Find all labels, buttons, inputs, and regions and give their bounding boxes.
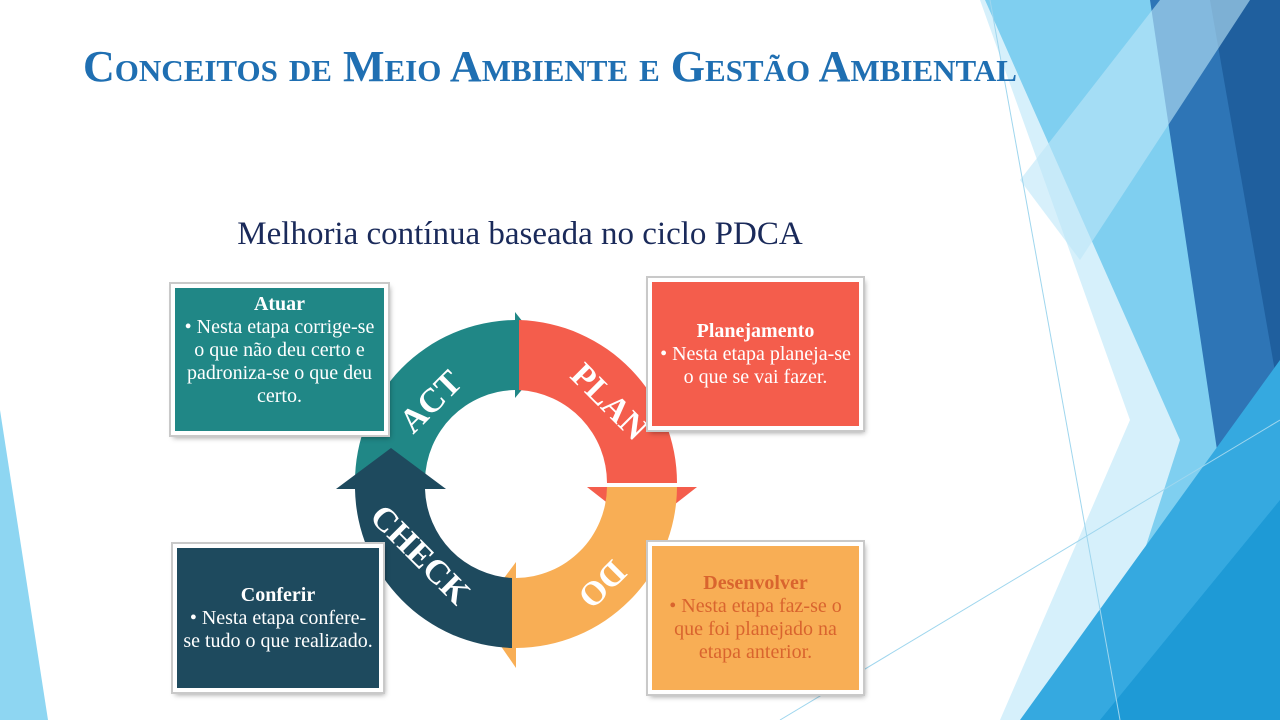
cycle-segment-act xyxy=(354,320,515,483)
arrow-head-check xyxy=(336,448,446,489)
cycle-segment-check xyxy=(355,489,512,648)
info-box-plan: Planejamento • Nesta etapa planeja-se o … xyxy=(646,276,865,432)
cycle-segment-plan xyxy=(519,320,677,483)
info-box-act-text: • Nesta etapa corrige-se o que não deu c… xyxy=(184,316,375,407)
cycle-segment-do xyxy=(516,487,677,648)
info-box-do: Desenvolver • Nesta etapa faz-se o que f… xyxy=(646,540,865,696)
info-box-plan-heading: Planejamento xyxy=(696,319,815,342)
info-box-check-heading: Conferir xyxy=(240,583,316,606)
pdca-cycle: ACT PLAN DO CHECK xyxy=(336,312,697,668)
info-box-do-heading: Desenvolver xyxy=(703,572,808,594)
info-box-check-text: • Nesta etapa confere-se tudo o que real… xyxy=(183,606,373,652)
page-title: Conceitos de Meio Ambiente e Gestão Ambi… xyxy=(83,42,1017,91)
info-box-act-heading: Atuar xyxy=(253,293,306,315)
info-box-do-text: • Nesta etapa faz-se o que foi planejado… xyxy=(669,595,842,663)
info-box-act: Atuar • Nesta etapa corrige-se o que não… xyxy=(169,282,390,437)
info-box-check: Conferir • Nesta etapa confere-se tudo o… xyxy=(171,542,385,694)
info-box-plan-text: • Nesta etapa planeja-se o que se vai fa… xyxy=(660,342,851,388)
page-subtitle: Melhoria contínua baseada no ciclo PDCA xyxy=(237,216,803,252)
